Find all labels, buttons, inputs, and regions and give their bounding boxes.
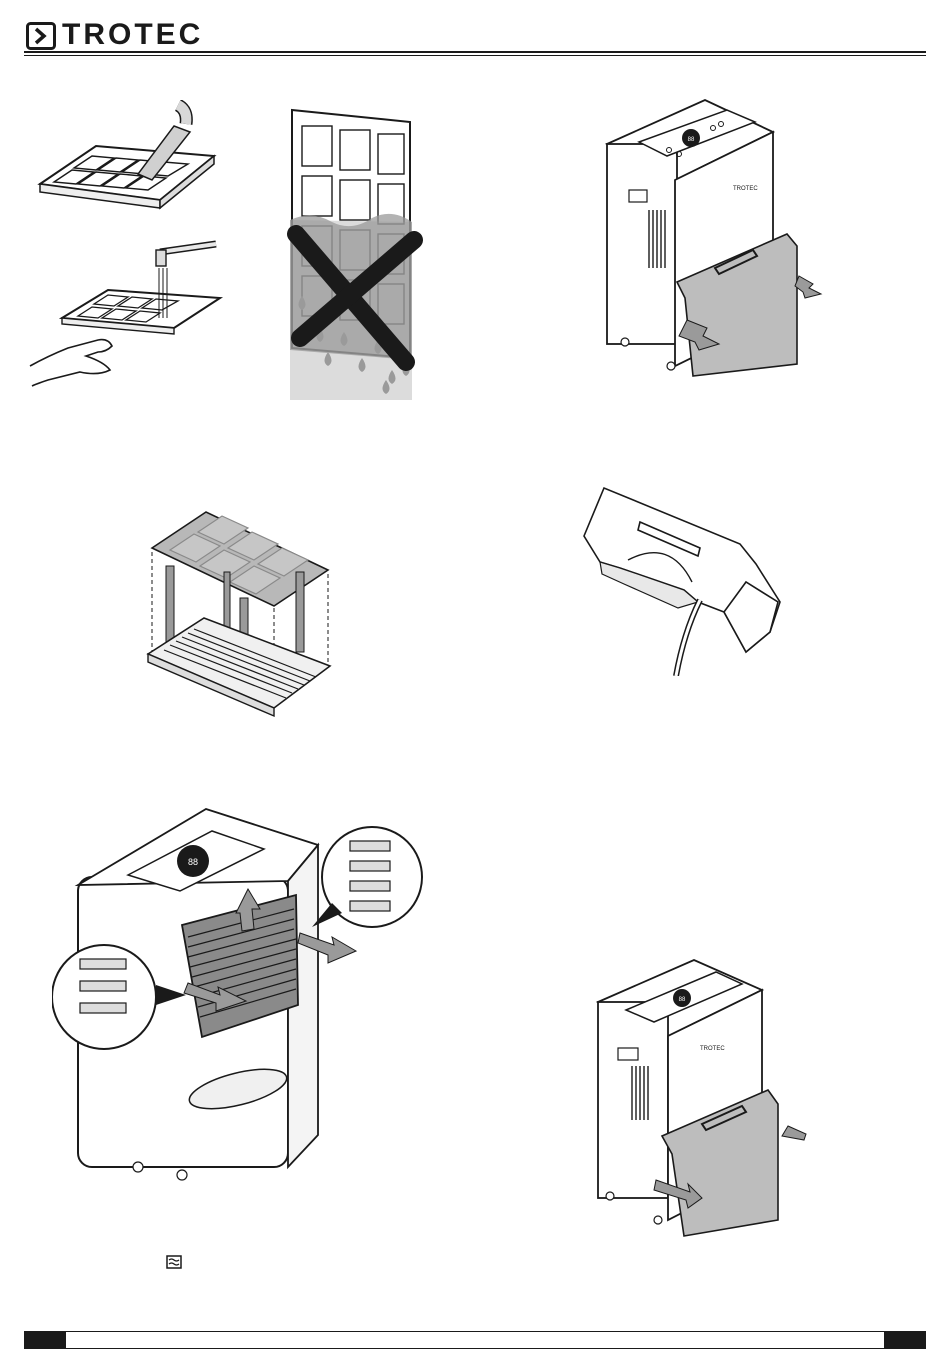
figure-insert-water-tank: 88 TROTEC [592,958,814,1238]
filter-clean-icon [166,1255,182,1269]
panel-display-text-small: 88 [679,997,686,1003]
figure-remove-air-filter: 88 [52,805,428,1185]
trotec-logo-chevron-icon [26,22,56,50]
figure-do-not-wet-filter [282,100,432,400]
body-brand-label: TROTEC [733,186,758,192]
footer-block-left [24,1331,66,1349]
footer-bar [24,1331,926,1349]
header-rule [24,51,926,53]
panel-display-text: 88 [688,137,695,143]
figure-clean-filter [28,100,228,395]
footer-block-right [884,1331,926,1349]
header-rule-thin [24,55,926,56]
body-brand-label-small: TROTEC [700,1046,725,1052]
brand-logo-text: TROTEC [62,18,203,52]
figure-tank-drain-hose [580,482,802,676]
panel-display-text-large: 88 [188,857,198,867]
figure-remove-water-tank: 88 TROTEC [595,98,835,383]
figure-filter-assembly [146,508,332,720]
